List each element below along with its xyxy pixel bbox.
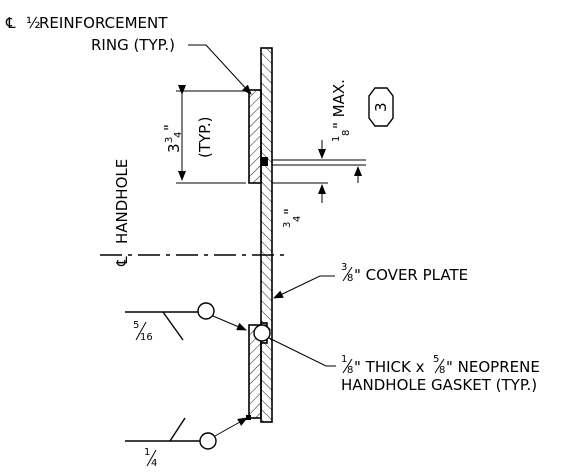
weld-top-den: 16 [140, 332, 153, 343]
weld-bottom-den: 4 [151, 458, 157, 469]
gasket-frac-bar1 [342, 358, 353, 374]
cover-text: " COVER PLATE [354, 266, 468, 284]
offset-frac-den: 4 [292, 216, 303, 222]
handhole-label: HANDHOLE [113, 159, 131, 244]
gasket-den1: 8 [347, 365, 353, 376]
ring-height-dimension: 3 3 4 " (TYP.) [161, 85, 246, 184]
weld-top-frac-bar [135, 321, 147, 341]
gasket-frac-bar2 [434, 358, 445, 374]
dim-typ: (TYP.) [196, 116, 214, 158]
cover-plate-section [260, 47, 273, 423]
weld-note-tag: 3 [368, 87, 394, 127]
gap-max-dimension: 1 8 " MAX. [272, 79, 366, 183]
gasket-circle [253, 324, 271, 342]
dim-inch: " [161, 124, 179, 131]
reinforcement-text: REINFORCEMENT [39, 14, 168, 32]
weld-top-leader [212, 315, 247, 331]
reinforcement-ring-label: ℄ ½ REINFORCEMENT RING (TYP.) [5, 14, 252, 95]
centerline-symbol: ℄ [113, 256, 131, 267]
cover-leader [273, 275, 335, 299]
cover-frac-num: 3 [341, 262, 347, 273]
weld-all-around-bottom [199, 432, 217, 450]
gasket-line2: HANDHOLE GASKET (TYP.) [341, 376, 537, 394]
note-number: 3 [372, 102, 390, 112]
dim-whole: 3 [165, 143, 183, 153]
dim-frac-num: 3 [164, 137, 175, 143]
ring-top-weld [258, 90, 261, 92]
ring-bottom-weld [246, 415, 251, 420]
top-gasket-weld [261, 157, 268, 166]
dim-frac-den: 4 [173, 132, 184, 138]
weld-top-num: 5 [133, 320, 139, 331]
plate-symbol: ℄ [5, 14, 16, 32]
gasket-num2: 5 [433, 354, 439, 365]
gasket-mid-text: " THICK x [354, 358, 425, 376]
offset-frac-num: 3 [282, 222, 293, 228]
ring-typ-text: RING (TYP.) [91, 36, 175, 54]
weld-all-around-top [197, 302, 215, 320]
weld-bottom-num: 1 [144, 447, 150, 458]
half-fraction: ½ [26, 14, 41, 32]
gasket-end-text: " NEOPRENE [446, 358, 540, 376]
offset-dimension: 3 4 " [272, 182, 328, 228]
note-hexagon [368, 87, 394, 127]
gasket-leader [268, 337, 336, 367]
reinforcement-ring-top [248, 89, 268, 184]
ring-top-plate [248, 89, 262, 184]
weld-bottom-frac-bar [146, 449, 157, 467]
weld-bottom-leader [214, 417, 248, 437]
cover-plate [260, 47, 273, 423]
ring-bottom-plate [248, 324, 262, 419]
gasket-label: 1 8 " THICK x 5 8 " NEOPRENE HANDHOLE GA… [253, 324, 540, 394]
max-frac-num: 1 [331, 136, 342, 142]
handhole-centerline: ℄ HANDHOLE [100, 159, 290, 267]
weld-top-fillet [162, 311, 184, 341]
weld-bottom-fillet [169, 417, 186, 442]
max-frac-den: 8 [341, 130, 352, 136]
weld-symbol-bottom: 1 4 [125, 417, 248, 469]
weld-symbol-top: 5 16 [125, 302, 247, 343]
cover-frac-den: 8 [347, 273, 353, 284]
cover-plate-label: 3 8 " COVER PLATE [273, 262, 468, 299]
gasket-num1: 1 [341, 354, 347, 365]
reinforcement-ring-bottom [246, 322, 268, 420]
ring-leader-arrow [188, 44, 252, 95]
offset-inch: " [281, 208, 299, 215]
cover-frac-bar [342, 266, 353, 282]
max-text: " MAX. [330, 79, 348, 129]
gasket-den2: 8 [439, 365, 445, 376]
